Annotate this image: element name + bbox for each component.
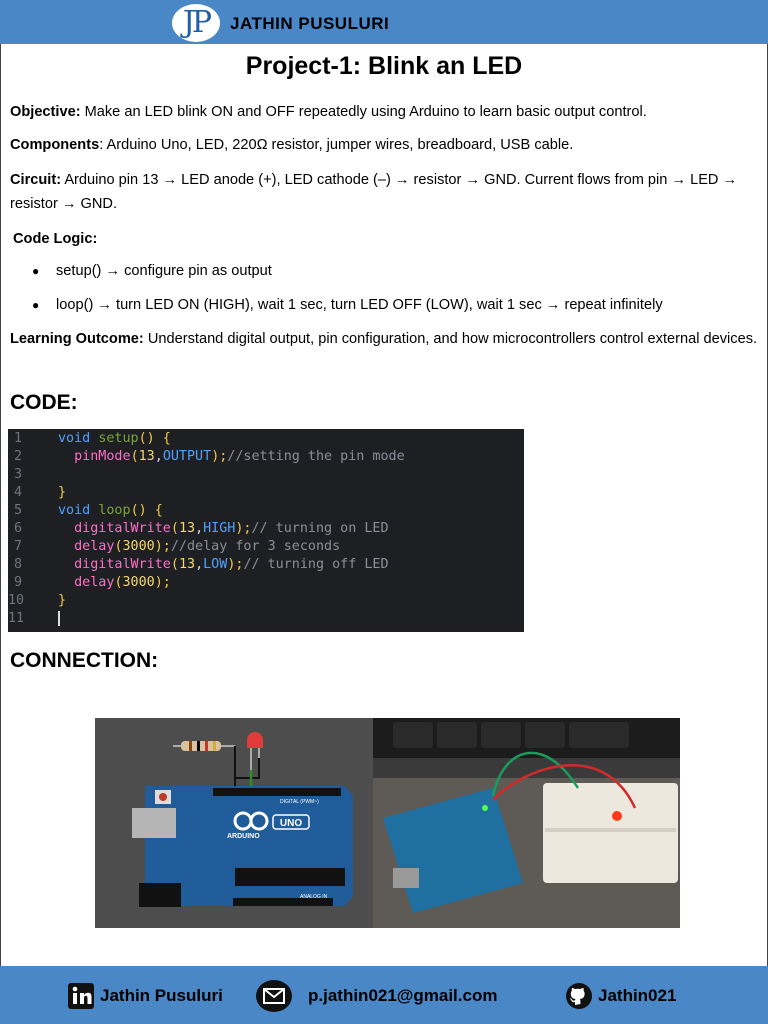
code-line-7: 7 delay(3000);//delay for 3 seconds (14, 539, 341, 554)
objective-paragraph: Objective: Make an LED blink ON and OFF … (10, 100, 760, 124)
digital-label: DIGITAL (PWM~) (280, 799, 319, 805)
header-author-name: JATHIN PUSULURI (230, 14, 390, 33)
code-logic-bullet-1: ●setup() → configure pin as output (32, 260, 272, 282)
circuit-text: Arduino pin 13 → LED anode (+), LED cath… (10, 172, 738, 212)
code-line-4: 4} (14, 485, 67, 500)
learning-outcome-paragraph: Learning Outcome: Understand digital out… (10, 327, 760, 351)
components-paragraph: Components: Arduino Uno, LED, 220Ω resis… (10, 133, 760, 157)
code-line-2: 2 pinMode(13,OUTPUT);//setting the pin m… (14, 449, 405, 464)
jp-logo: JP (172, 4, 220, 42)
code-section-heading: CODE: (10, 391, 78, 414)
arduino-label: ARDUINO (227, 833, 260, 840)
bullet-dot-icon: ● (32, 298, 40, 312)
header-bar: JP JATHIN PUSULURI (0, 0, 768, 44)
components-text: : Arduino Uno, LED, 220Ω resistor, jumpe… (99, 137, 574, 153)
linkedin-icon (68, 983, 94, 1009)
page-title: Project-1: Blink an LED (245, 52, 523, 80)
circuit-paragraph: Circuit: Arduino pin 13 → LED anode (+),… (10, 168, 760, 216)
circuit-label: Circuit: (10, 172, 62, 188)
code-line-3: 3 (14, 467, 23, 482)
arduino-schematic-image: UNO ARDUINO DIGITAL (PWM~) ANALOG IN (95, 718, 373, 928)
email-icon (256, 980, 292, 1012)
code-logic-heading: Code Logic: (13, 231, 98, 247)
analog-label: ANALOG IN (300, 894, 328, 900)
objective-text: Make an LED blink ON and OFF repeatedly … (80, 104, 647, 120)
footer-github[interactable]: Jathin021 (566, 982, 676, 1010)
code-line-9: 9 delay(3000); (14, 575, 171, 590)
learning-outcome-text: Understand digital output, pin configura… (143, 331, 758, 347)
components-label: Components (10, 137, 100, 153)
code-line-10: 10} (8, 593, 67, 608)
connection-section-heading: CONNECTION: (10, 649, 159, 672)
code-logic-bullet-2: ●loop() → turn LED ON (HIGH), wait 1 sec… (32, 294, 663, 316)
bullet-dot-icon: ● (32, 264, 40, 278)
learning-outcome-label: Learning Outcome: (10, 331, 144, 347)
arduino-schematic-drawing: UNO ARDUINO DIGITAL (PWM~) ANALOG IN (95, 718, 373, 928)
code-line-6: 6 digitalWrite(13,HIGH);// turning on LE… (14, 521, 389, 536)
uno-label: UNO (280, 818, 302, 829)
code-line-11: 11 (8, 610, 524, 628)
footer-email[interactable]: p.jathin021@gmail.com (256, 980, 497, 1012)
footer-bar: Jathin Pusuluri p.jathin021@gmail.com Ja… (0, 966, 768, 1024)
breadboard-photo-drawing (373, 718, 680, 928)
text-cursor (58, 610, 60, 626)
objective-label: Objective: (10, 104, 81, 120)
github-icon (566, 983, 592, 1009)
breadboard-photo-image (373, 718, 680, 928)
footer-linkedin[interactable]: Jathin Pusuluri (68, 982, 223, 1010)
code-line-8: 8 digitalWrite(13,LOW);// turning off LE… (14, 557, 389, 572)
